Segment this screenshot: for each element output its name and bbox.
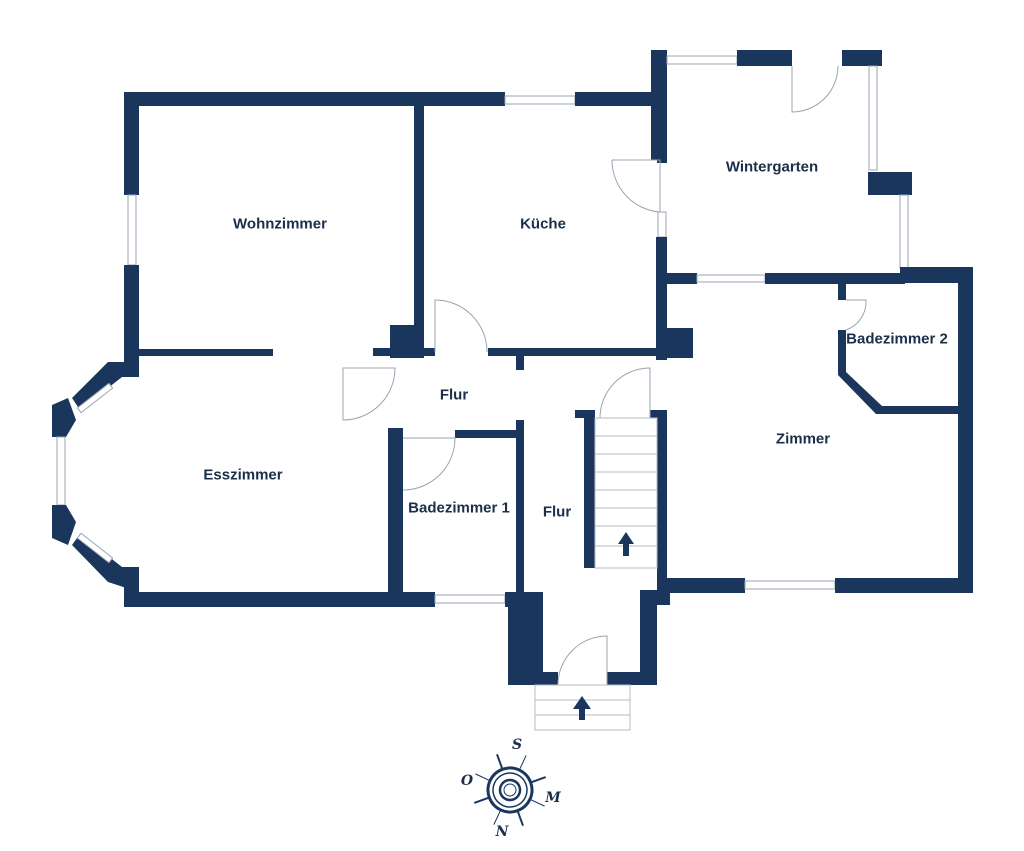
room-label-wohnzimmer: Wohnzimmer <box>233 215 327 233</box>
stair-arrow-icon <box>618 532 634 556</box>
room-label-flur-bottom: Flur <box>542 503 572 521</box>
compass-icon <box>473 753 547 827</box>
room-label-zimmer: Zimmer <box>775 430 831 448</box>
compass-label-left: O <box>460 773 474 789</box>
room-label-kueche: Küche <box>520 215 566 233</box>
compass-label-top: S <box>511 737 523 753</box>
room-label-flur-top: Flur <box>439 386 469 404</box>
staircase <box>594 417 658 569</box>
entrance-arrow-icon <box>573 696 591 720</box>
walls <box>52 50 973 685</box>
entrance-steps <box>534 684 631 731</box>
doors <box>342 65 867 686</box>
compass-label-bottom: N <box>495 824 509 840</box>
compass-label-right: M <box>545 790 561 806</box>
room-label-badezimmer-2: Badezimmer 2 <box>846 330 948 348</box>
room-label-wintergarten: Wintergarten <box>725 158 819 176</box>
room-label-esszimmer: Esszimmer <box>203 466 283 484</box>
room-label-badezimmer-1: Badezimmer 1 <box>408 499 510 517</box>
